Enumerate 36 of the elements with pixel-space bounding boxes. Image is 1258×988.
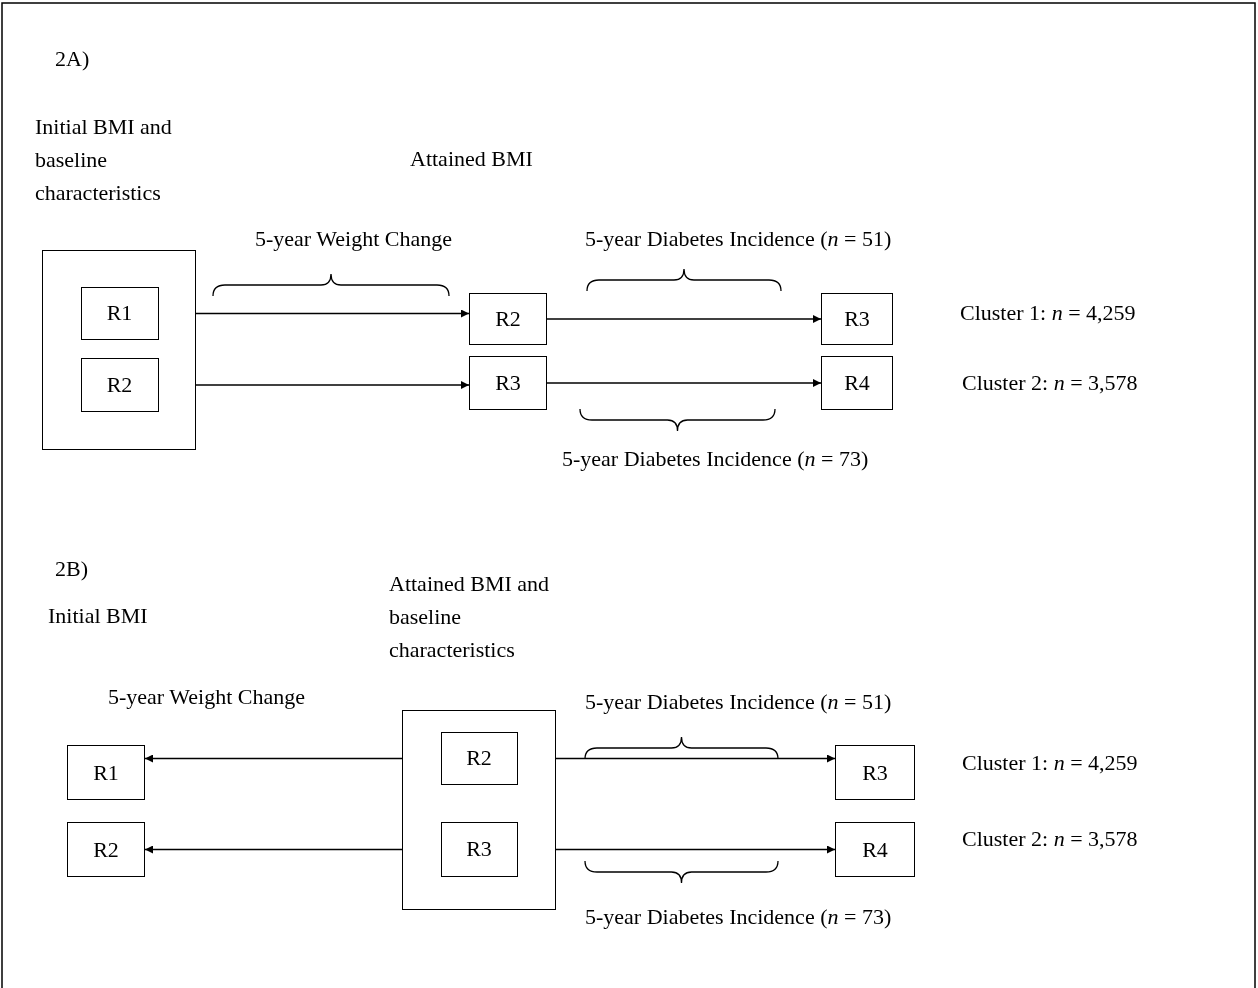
arrow: [144, 754, 403, 763]
arrow: [195, 309, 470, 318]
region-box: R2: [469, 293, 547, 345]
region-box: R1: [80, 286, 159, 340]
text-label: Cluster 1: n = 4,259: [962, 749, 1138, 777]
region-box: R2: [440, 731, 518, 785]
region-box: R3: [469, 356, 547, 410]
arrow: [144, 845, 403, 854]
text-label: 5-year Diabetes Incidence (n = 51): [585, 688, 892, 716]
text-label: 2B): [55, 555, 88, 583]
region-box: R4: [835, 822, 915, 877]
text-label: 5-year Diabetes Incidence (n = 51): [585, 225, 892, 253]
region-box: R4: [821, 356, 893, 410]
region-box: R3: [821, 293, 893, 345]
text-label: Cluster 1: n = 4,259: [960, 299, 1136, 327]
text-label: 2A): [55, 45, 90, 73]
region-box: R3: [440, 821, 518, 877]
region-box: R3: [835, 745, 915, 800]
arrow: [546, 315, 822, 323]
text-label: Attained BMI: [410, 145, 533, 173]
region-box: R2: [67, 822, 145, 877]
text-label: 5-year Weight Change: [255, 225, 452, 253]
region-box: R1: [67, 745, 145, 800]
arrow: [195, 381, 470, 389]
arrow: [555, 754, 836, 763]
text-label: 5-year Diabetes Incidence (n = 73): [562, 445, 869, 473]
arrow: [546, 379, 822, 387]
text-label: Cluster 2: n = 3,578: [962, 369, 1138, 397]
arrow: [555, 845, 836, 854]
text-label: Initial BMI: [48, 602, 148, 630]
text-label: 5-year Diabetes Incidence (n = 73): [585, 903, 892, 931]
text-label: Cluster 2: n = 3,578: [962, 825, 1138, 853]
heading: Initial BMI and baseline characteristics: [35, 113, 173, 207]
text-label: 5-year Weight Change: [108, 683, 305, 711]
region-box: R2: [80, 357, 159, 412]
heading: Attained BMI and baseline characteristics: [389, 570, 551, 664]
